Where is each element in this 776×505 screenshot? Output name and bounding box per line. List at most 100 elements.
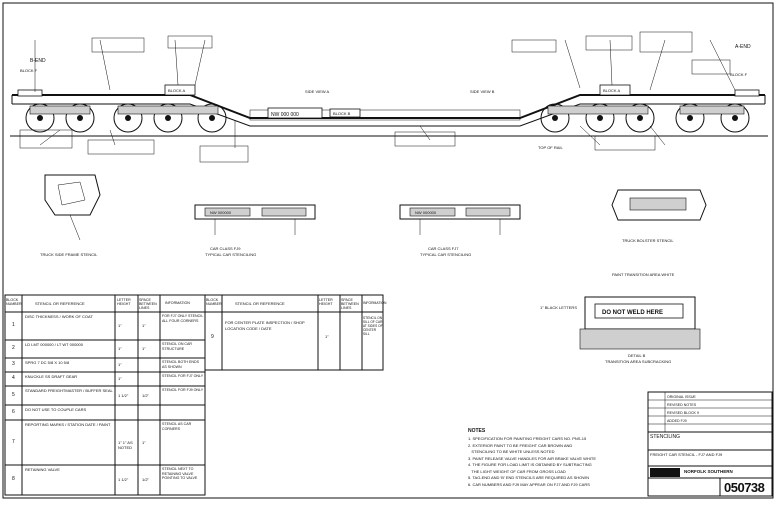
b-end-label: B-END <box>30 58 46 64</box>
notes-lines: 1. SPECIFICATION FOR PAINTING FREIGHT CA… <box>468 436 643 488</box>
row-reference: KNUCKLE SS DRAFT GEAR <box>25 374 78 379</box>
row-height: 1 1/2" <box>118 392 129 398</box>
reporting-marks-left: NW 000000 <box>210 210 232 215</box>
hdr-space: SPACE BETWEEN LINES <box>139 298 157 310</box>
car-class-right-label: CAR CLASS FJ7 <box>428 246 459 251</box>
company-name: NORFOLK SOUTHERN <box>684 469 733 474</box>
side-hdr-stencil: STENCIL OR REFERENCE <box>235 301 285 306</box>
row-info: STENCIL ON CAR STRUCTURE <box>162 342 193 351</box>
table-row: 7 REPORTING MARKS / STATION DATE / PAINT 1… <box>5 420 205 465</box>
row-reference: DO NOT USE TO COUPLE CARS <box>25 407 87 412</box>
side-view-a-label: SIDE VIEW A <box>305 89 330 94</box>
car-class-left-label: CAR CLASS FJ9 <box>210 246 241 251</box>
row-height: 1 1/2" <box>118 477 129 482</box>
side-table-header: BLOCK NUMBER STENCIL OR REFERENCE LETTER… <box>205 296 387 312</box>
note-line: 1. SPECIFICATION FOR PAINTING FREIGHT CA… <box>468 436 587 441</box>
row-reference: SPRG 7 DC 5/8 X 10 5/8 <box>25 360 70 365</box>
car-class-right-sub: TYPICAL CAR STENCILING <box>420 252 471 257</box>
row-info: STENCIL FOR FJ9 ONLY <box>162 388 204 392</box>
table-row: 3 SPRG 7 DC 5/8 X 10 5/8 1" STENCIL BOTH EN… <box>5 358 205 372</box>
row-number: 8 <box>12 476 15 482</box>
block-f-right-label: BLOCK F <box>730 72 748 77</box>
row-reference: REPORTING MARKS / STATION DATE / PAINT <box>25 422 111 427</box>
sheet-border <box>2 2 774 499</box>
hdr-block: BLOCK NUMBER <box>6 298 22 306</box>
hdr-stencil: STENCIL OR REFERENCE <box>35 301 85 306</box>
note-line: 3. PAINT RELEASE VALVE HANDLES FOR AIR B… <box>468 455 597 461</box>
row-number: 1 <box>12 322 15 328</box>
table-header-row: BLOCK NUMBER STENCIL OR REFERENCE LETTER… <box>5 296 205 312</box>
block-b-text: BLOCK B <box>333 111 351 116</box>
detail-b: DO NOT WELD HERE 1" BLACK LETTERS PAINT … <box>540 272 701 364</box>
row-reference: LD LMT 000000 / LT WT 000000 <box>25 342 83 347</box>
block-f-left-label: BLOCK F <box>20 68 38 73</box>
a-end-label: A-END <box>735 44 751 50</box>
row-number: 6 <box>12 408 15 415</box>
row-info: FOR FJ7 ONLY STENCIL ALL FOUR CORNERS <box>162 314 204 323</box>
row-height: 1" <box>118 323 122 328</box>
revision-entry: ADDED FJ9 <box>667 419 687 423</box>
row-number: 7 <box>12 438 15 445</box>
block-a-left-label: BLOCK A <box>168 88 185 93</box>
block-a-left-box <box>164 84 196 96</box>
row-space: 1" <box>142 346 146 351</box>
ns-logo <box>650 468 680 477</box>
notes-title: NOTES <box>468 428 486 434</box>
note-line: 6. CAR NUMBERS AND FJ9 MAY APPEAR ON FJ7… <box>468 481 590 487</box>
row-height: 1" 1" AS NOTED <box>118 439 133 450</box>
stencil-table <box>4 294 384 496</box>
row-height: 1" <box>118 376 122 381</box>
revision-entry: REVISED NOTES <box>667 403 697 407</box>
reporting-marks-right: NW 000000 <box>415 210 437 215</box>
row-height: 1" <box>118 362 122 367</box>
row-number: 3 <box>12 361 15 367</box>
block-a-right-label: BLOCK A <box>603 88 620 93</box>
row-number: 2 <box>12 345 15 351</box>
truck-bolster-label: TRUCK BOLSTER STENCIL <box>622 238 674 243</box>
side-hdr-height: LETTER HEIGHT <box>319 298 333 306</box>
revision-entry: ORIGINAL ISSUE <box>667 395 696 399</box>
note-line: STENCILING TO BE WHITE UNLESS NOTED <box>468 449 555 454</box>
row-number: 5 <box>12 391 15 398</box>
car-number-text: NW 000 000 <box>271 112 299 118</box>
notes-block: NOTES <box>468 428 486 434</box>
side-table-row: 9 FOR CENTER PLATE INSPECTION / SHOP LOC… <box>205 314 383 368</box>
detail-b-label: DETAIL B <box>628 353 646 358</box>
block-b-box <box>329 108 361 118</box>
note-line: 5. TAG-END AND 'B' END STENCILS ARE REQU… <box>468 475 589 480</box>
row-info: STENCIL NEXT TO RETAINING VALVE POINTING… <box>162 467 198 480</box>
row-number: 4 <box>12 375 15 381</box>
note-line: 2. EXTERIOR PAINT TO BE FREIGHT CAR BROW… <box>468 442 573 448</box>
car-side-view: NW 000 000 BLOCK B <box>10 39 768 148</box>
row-info: STENCIL BOTH ENDS AS SHOWN <box>162 360 200 369</box>
row-space: 1" <box>142 323 146 328</box>
side-hdr-info: INFORMATION <box>363 301 387 305</box>
table-row: 6 DO NOT USE TO COUPLE CARS <box>5 405 205 420</box>
left-trucks <box>17 84 227 133</box>
row-info: STENCIL AS CAR CORNERS <box>162 422 192 431</box>
side-hdr-space: SPACE BETWEEN LINES <box>341 298 359 310</box>
top-of-rail-label: TOP OF RAIL <box>538 145 564 150</box>
paint-area-label: PAINT TRANSITION AREA WHITE <box>612 272 675 277</box>
truck-side-frame-detail: TRUCK SIDE FRAME STENCIL <box>40 174 101 257</box>
side-view-b-label: SIDE VIEW B <box>470 89 495 94</box>
note-line: 4. THE FIGURE FOR LOAD LIMIT IS OBTAINED… <box>468 462 592 467</box>
row-space: 1/2" <box>142 477 149 482</box>
block-a-right-box <box>599 84 631 96</box>
car-class-left-sub: TYPICAL CAR STENCILING <box>205 252 256 257</box>
row-reference: STANDARD FREIGHTMASTER / BUFFER SEAL <box>25 388 113 393</box>
car-class-left-detail: NW 000000 CAR CLASS FJ9 TYPICAL CAR STEN… <box>194 204 316 257</box>
callout-texts-top <box>19 31 731 163</box>
title-block-text: STENCILING <box>650 434 770 440</box>
side-hdr-block: BLOCK NUMBER <box>206 298 222 306</box>
do-not-weld-text: DO NOT WELD HERE <box>602 310 663 316</box>
side-row-h: 1" <box>325 334 329 339</box>
description: FREIGHT CAR STENCIL - FJ7 AND FJ9 <box>650 452 723 457</box>
hdr-height: LETTER HEIGHT <box>117 298 131 306</box>
inch-letters-label: 1" BLACK LETTERS <box>540 305 577 310</box>
